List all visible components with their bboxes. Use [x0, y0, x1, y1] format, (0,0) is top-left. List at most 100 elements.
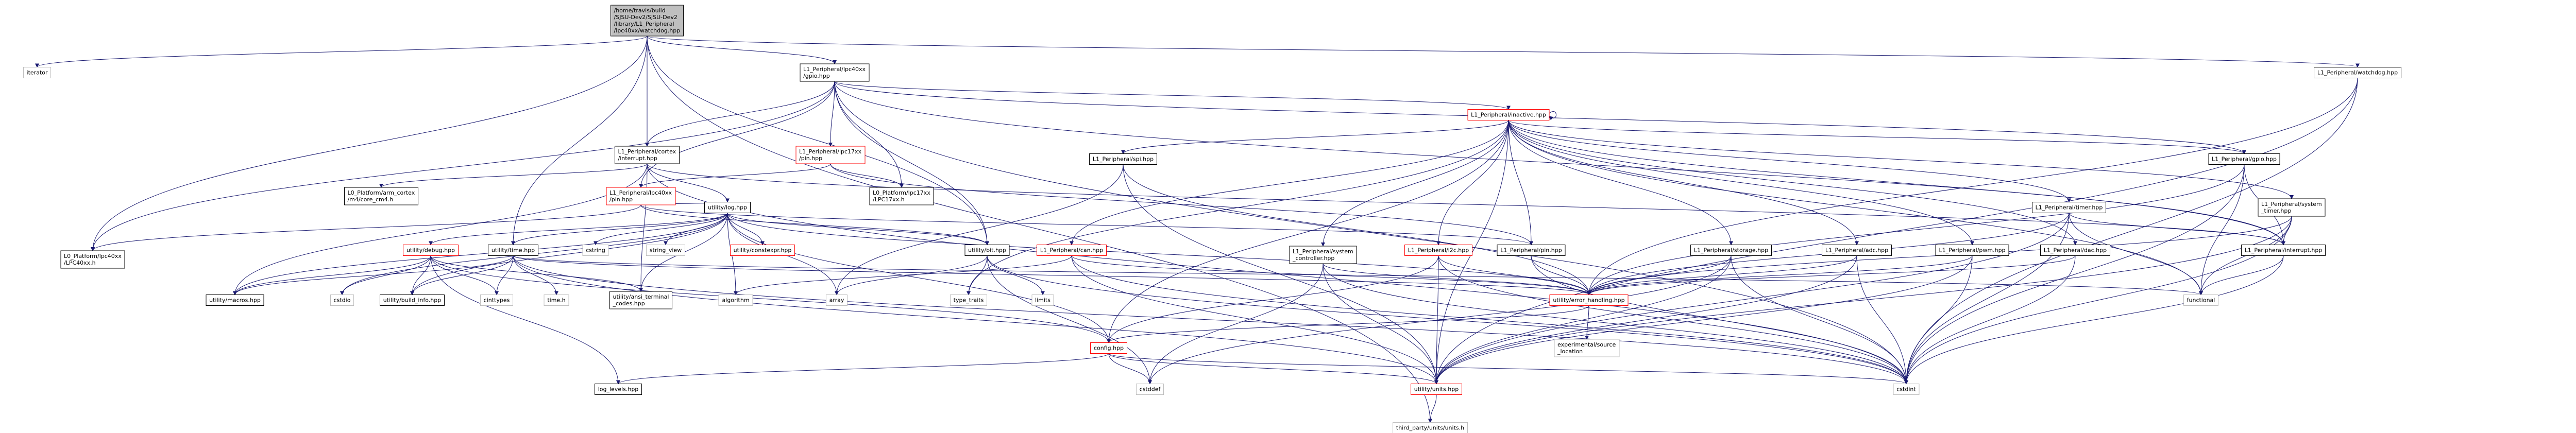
node-label-line: string_view — [650, 247, 682, 254]
node-label-line: /SJSU-Dev2/SJSU-Dev2 — [614, 14, 677, 21]
node-log[interactable]: utility/log.hpp — [704, 202, 751, 213]
node-inactive[interactable]: L1_Peripheral/inactive.hpp — [1467, 109, 1550, 120]
node-lpc17-pin[interactable]: L1_Peripheral/lpc17xx/pin.hpp — [795, 146, 866, 164]
node-lpc17xx-h[interactable]: L0_Platform/lpc17xx/LPC17xx.h — [869, 187, 934, 205]
edge-timer-to-cstdint — [1904, 213, 2070, 385]
node-label-line: L1_Peripheral/lpc40xx — [609, 189, 672, 196]
node-box — [704, 202, 751, 213]
node-gpio-if[interactable]: L1_Peripheral/gpio.hpp — [2208, 153, 2280, 165]
node-type-traits[interactable]: type_traits — [950, 295, 987, 306]
edge-sys-timer-to-units — [1434, 216, 2292, 385]
node-label-line: L1_Peripheral/system — [1293, 248, 1353, 255]
node-iterator[interactable]: iterator — [23, 67, 51, 78]
edge-bit-to-cstdint — [987, 255, 1908, 385]
node-sys-ctrl[interactable]: L1_Peripheral/system_controller.hpp — [1289, 246, 1357, 264]
edge-interrupt-if-to-functional — [2199, 255, 2284, 296]
edge-debug-to-cstdio — [340, 255, 431, 296]
node-log-levels[interactable]: log_levels.hpp — [595, 384, 642, 395]
node-cortex-int[interactable]: L1_Peripheral/cortex/interrupt.hpp — [615, 146, 680, 164]
edge-storage-to-cstdint — [1731, 255, 1908, 385]
edge-adc-to-error — [1587, 255, 1857, 296]
node-cstdint[interactable]: cstdint — [1893, 384, 1920, 395]
edge-error-to-config — [1107, 305, 1589, 343]
node-lpc40xx-h[interactable]: L0_Platform/lpc40xx/LPC40xx.h — [60, 250, 125, 269]
node-ansi[interactable]: utility/ansi_terminal_codes.hpp — [609, 291, 672, 309]
edge-log-to-cstring — [594, 213, 728, 246]
node-label-line: L0_Platform/lpc40xx — [64, 253, 122, 259]
node-gpio-lpc40[interactable]: L1_Peripheral/lpc40xx/gpio.hpp — [800, 63, 870, 82]
node-cstdio[interactable]: cstdio — [330, 295, 354, 306]
edge-lpc40-pin-to-pin-if — [640, 204, 1533, 246]
node-i2c[interactable]: L1_Peripheral/i2c.hpp — [1404, 245, 1472, 256]
node-root[interactable]: /home/travis/build/SJSU-Dev2/SJSU-Dev2/l… — [611, 5, 684, 37]
node-build-info[interactable]: utility/build_info.hpp — [380, 295, 445, 306]
node-functional[interactable]: functional — [2183, 295, 2218, 306]
node-arm-core[interactable]: L0_Platform/arm_cortex/m4/core_cm4.h — [344, 187, 418, 205]
node-watchdog-if[interactable]: L1_Peripheral/watchdog.hpp — [2314, 67, 2401, 78]
node-label-line: L1_Peripheral/i2c.hpp — [1408, 247, 1469, 254]
node-label-line: L0_Platform/lpc17xx — [873, 189, 930, 196]
node-box — [2258, 198, 2326, 217]
node-label-line: L1_Peripheral/storage.hpp — [1694, 247, 1768, 254]
node-box — [480, 295, 513, 306]
edge-lpc17-pin-to-pin-if — [830, 163, 1533, 246]
node-pwm[interactable]: L1_Peripheral/pwm.hpp — [1935, 245, 2009, 256]
node-timer[interactable]: L1_Peripheral/timer.hpp — [2032, 202, 2106, 213]
node-time-h[interactable]: time.h — [544, 295, 569, 306]
node-limits[interactable]: limits — [1031, 295, 1054, 306]
node-macros[interactable]: utility/macros.hpp — [206, 295, 264, 306]
node-adc[interactable]: L1_Peripheral/adc.hpp — [1822, 245, 1892, 256]
node-third-units[interactable]: third_party/units/units.h — [1393, 422, 1468, 433]
node-time[interactable]: utility/time.hpp — [488, 245, 538, 256]
node-box — [606, 187, 676, 205]
node-cinttypes[interactable]: cinttypes — [480, 295, 513, 306]
node-constexpr[interactable]: utility/constexpr.hpp — [730, 245, 795, 256]
edge-i2c-to-units — [1434, 255, 1439, 385]
node-label-line: L1_Peripheral/cortex — [618, 148, 676, 155]
node-string-view[interactable]: string_view — [646, 245, 685, 256]
node-can[interactable]: L1_Peripheral/can.hpp — [1037, 245, 1107, 256]
node-label-line: algorithm — [722, 297, 749, 304]
edge-root-to-gpio-lpc40 — [647, 36, 837, 64]
node-box — [1411, 384, 1462, 395]
node-box — [2241, 245, 2326, 256]
node-algorithm[interactable]: algorithm — [718, 295, 753, 306]
edge-adc-to-units — [1434, 255, 1857, 385]
node-source-loc[interactable]: experimental/source_location — [1554, 339, 1620, 357]
node-cstddef[interactable]: cstddef — [1136, 384, 1164, 395]
node-label-line: L1_Peripheral/gpio.hpp — [2212, 156, 2277, 163]
edge-adc-to-cstdint — [1856, 255, 1908, 385]
node-lpc40-pin[interactable]: L1_Peripheral/lpc40xx/pin.hpp — [606, 187, 676, 205]
node-label-line: _timer.hpp — [2261, 207, 2291, 214]
edge-config-to-cstddef — [1108, 353, 1152, 385]
node-box — [1289, 246, 1357, 264]
edge-root-to-bit — [647, 36, 989, 246]
node-sys-timer[interactable]: L1_Peripheral/system_timer.hpp — [2258, 198, 2326, 217]
node-label-line: utility/macros.hpp — [209, 297, 261, 304]
node-error[interactable]: utility/error_handling.hpp — [1549, 295, 1629, 306]
node-box — [609, 291, 672, 309]
edge-inactive-to-functional — [1508, 120, 2203, 296]
node-label-line: _location — [1557, 348, 1583, 355]
node-box — [380, 295, 445, 306]
edge-watchdog-if-to-error — [1587, 78, 2358, 296]
node-pin-if[interactable]: L1_Peripheral/pin.hpp — [1497, 245, 1566, 256]
node-label-line: utility/log.hpp — [708, 204, 747, 211]
node-spi[interactable]: L1_Peripheral/spi.hpp — [1089, 153, 1157, 165]
node-array[interactable]: array — [826, 295, 848, 306]
node-config[interactable]: config.hpp — [1090, 342, 1127, 354]
node-label-line: L1_Peripheral/adc.hpp — [1825, 247, 1888, 254]
node-cstring[interactable]: cstring — [582, 245, 609, 256]
node-dac[interactable]: L1_Peripheral/dac.hpp — [2040, 245, 2110, 256]
node-bit[interactable]: utility/bit.hpp — [964, 245, 1010, 256]
node-label-line: _codes.hpp — [613, 300, 645, 307]
edge-bit-to-cstddef — [987, 255, 1152, 385]
node-box — [950, 295, 987, 306]
node-storage[interactable]: L1_Peripheral/storage.hpp — [1690, 245, 1772, 256]
edge-time-to-cinttypes — [495, 255, 514, 296]
node-units[interactable]: utility/units.hpp — [1411, 384, 1462, 395]
node-debug[interactable]: utility/debug.hpp — [403, 245, 459, 256]
node-interrupt-if[interactable]: L1_Peripheral/interrupt.hpp — [2241, 245, 2326, 256]
node-box — [611, 5, 684, 37]
edge-gpio-lpc40-to-interrupt-if — [834, 81, 2285, 246]
